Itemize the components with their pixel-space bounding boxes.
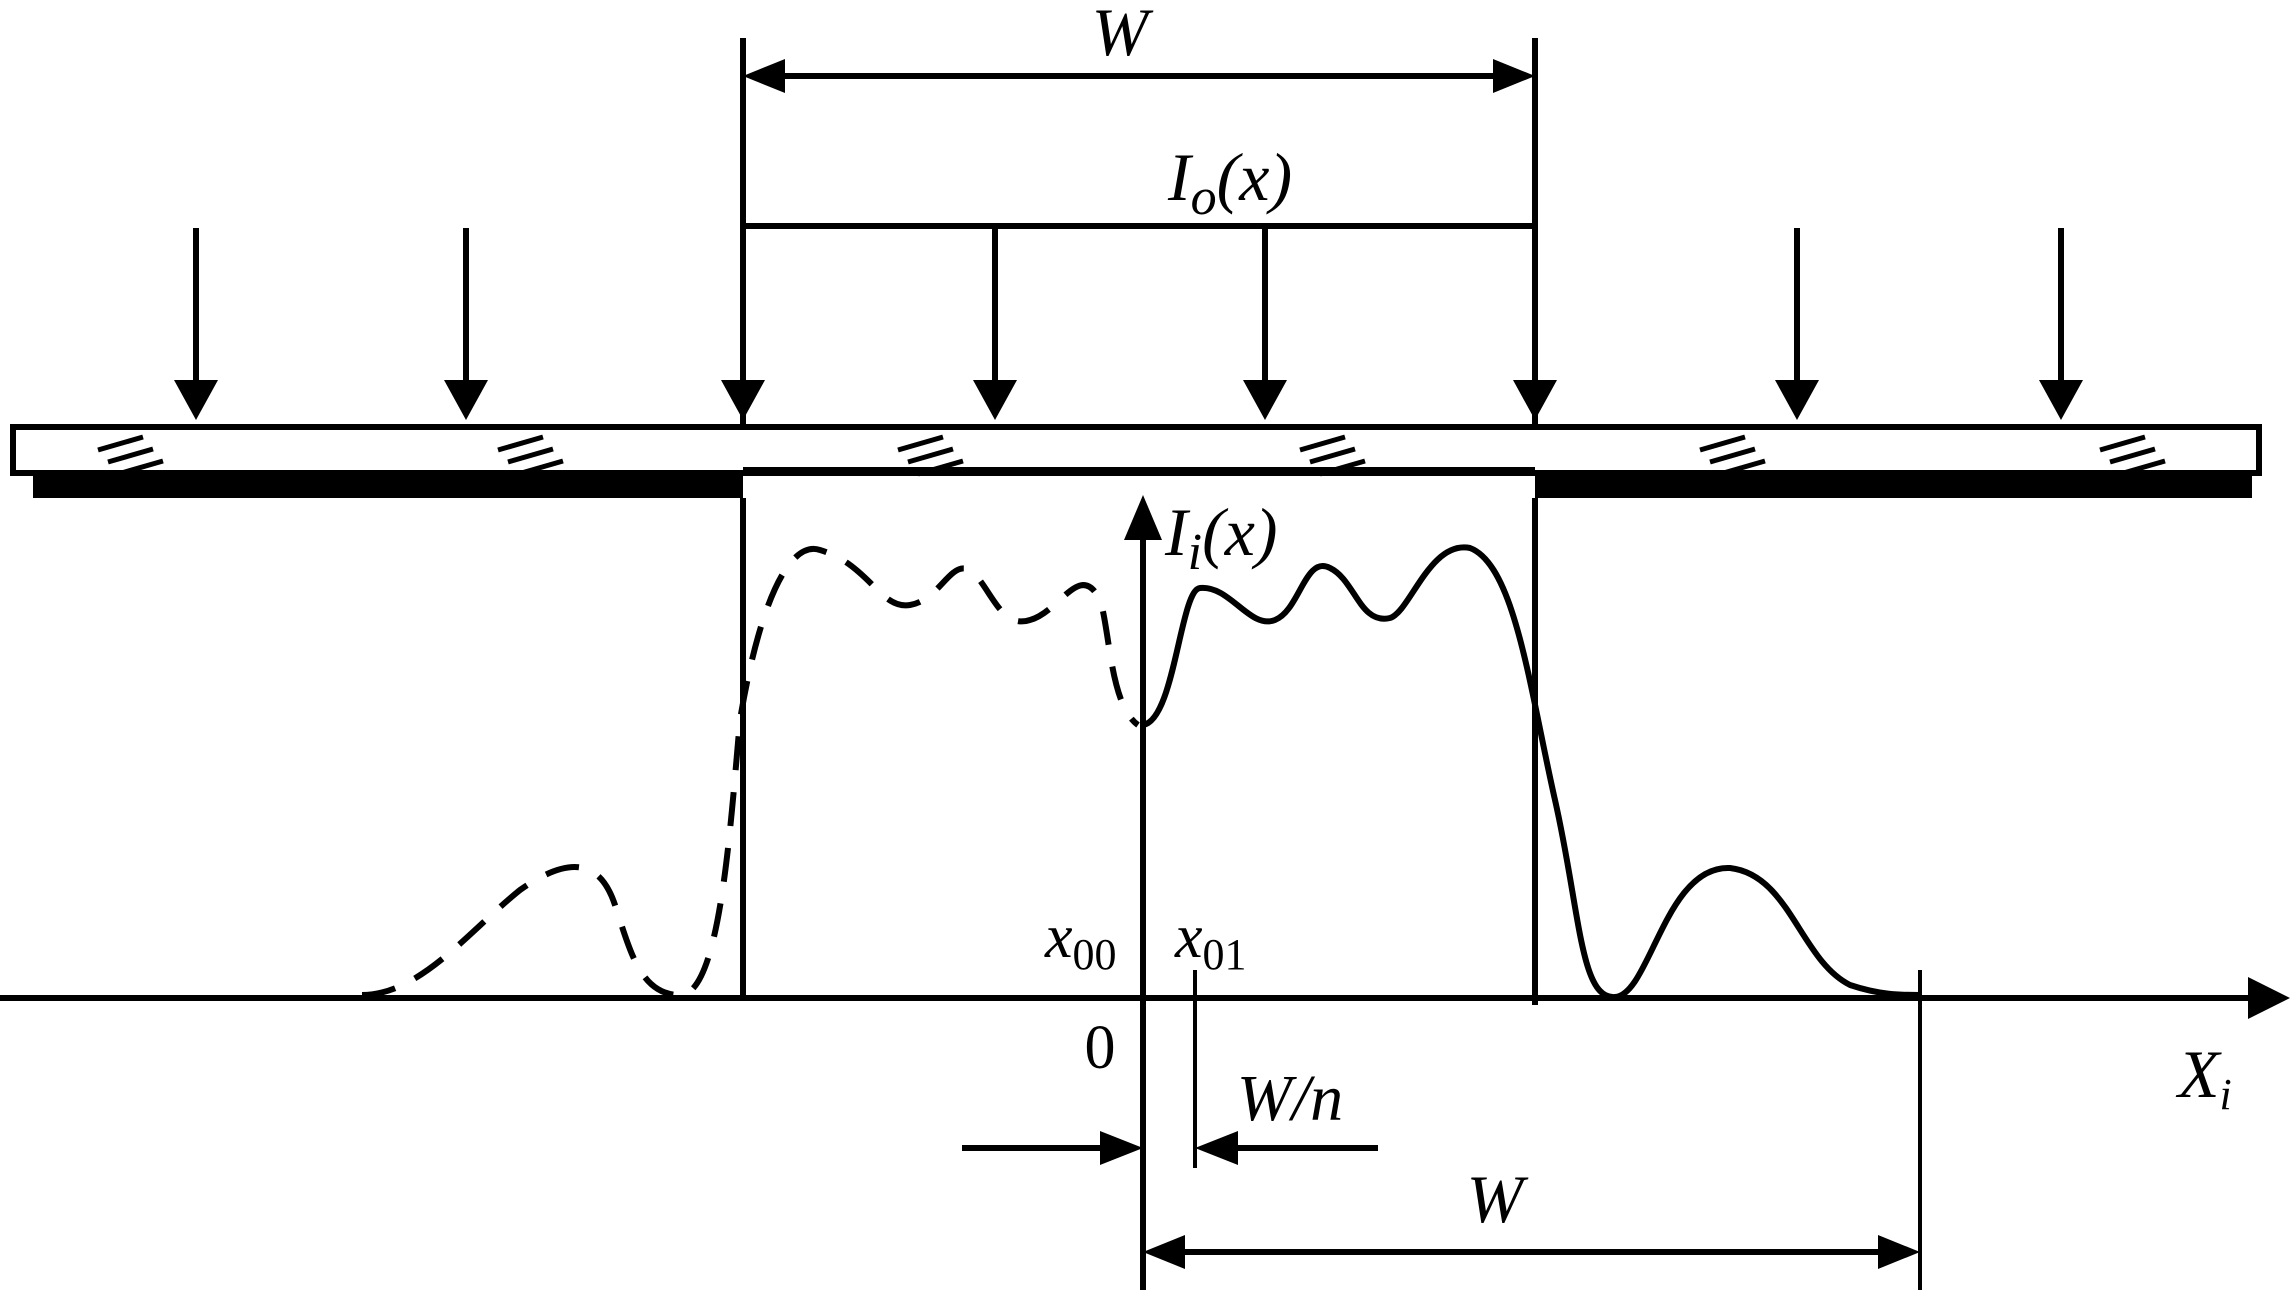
arrowhead-right-icon	[1493, 59, 1535, 93]
object-intensity-argument: (x)	[1217, 139, 1292, 215]
glass-hatch-icon	[97, 434, 164, 477]
x01-label: x	[1174, 903, 1203, 971]
shift-arrow-right-icon	[1195, 1131, 1238, 1165]
glass-hatch-icon	[497, 434, 564, 477]
light-arrow-icon	[1513, 226, 1557, 420]
x-axis-label: X	[2175, 1036, 2222, 1112]
intensity-axis: Ii(x)	[1124, 494, 1278, 1290]
top-width-label: W	[1092, 0, 1154, 70]
object-intensity-label: Io(x)	[1167, 139, 1292, 226]
intensity-axis-arrowhead-icon	[1124, 495, 1162, 540]
x01-subscript: 01	[1203, 930, 1247, 979]
image-intensity-argument: (x)	[1202, 494, 1277, 570]
shift-label: W/n	[1237, 1062, 1343, 1135]
image-intensity-symbol: I	[1164, 494, 1191, 570]
opaque-mask-right	[1535, 473, 2252, 498]
glass-hatch-icon	[2099, 434, 2166, 477]
svg-text:Ii(x): Ii(x)	[1164, 494, 1278, 581]
light-arrow-icon	[444, 228, 488, 420]
light-arrow-icon	[1243, 226, 1287, 420]
light-arrow-icon	[1775, 228, 1819, 420]
bottom-width-label: W	[1467, 1161, 1529, 1237]
shift-arrow-left-icon	[1100, 1131, 1143, 1165]
glass-hatch-icon	[1699, 434, 1766, 477]
x-axis-arrowhead-icon	[2248, 977, 2290, 1019]
top-width-dimension: W	[740, 0, 1538, 425]
glass-hatch-icon	[1299, 434, 1366, 477]
arrowhead-left-icon	[1143, 1235, 1185, 1269]
x00-subscript: 00	[1073, 930, 1117, 979]
object-intensity-subscript: o	[1191, 169, 1217, 226]
glass-hatch-icon	[897, 434, 964, 477]
bottom-width-dimension: W	[1143, 1161, 1920, 1269]
object-intensity-symbol: I	[1167, 139, 1194, 215]
incident-light-arrows	[174, 226, 2083, 420]
light-arrow-icon	[721, 226, 765, 420]
svg-text:x01: x01	[1174, 903, 1247, 979]
svg-text:Xi: Xi	[2175, 1036, 2232, 1119]
image-intensity-curve	[1141, 544, 1921, 1000]
light-arrow-icon	[973, 226, 1017, 420]
glass-plate	[10, 424, 2262, 498]
shifted-image-intensity-curve	[361, 545, 1140, 998]
shift-indicator: W/n	[962, 1062, 1378, 1165]
glass-plate-outline	[10, 424, 2262, 476]
light-arrow-icon	[174, 228, 218, 420]
svg-text:Io(x): Io(x)	[1167, 139, 1292, 226]
x-axis-subscript: i	[2220, 1070, 2232, 1119]
svg-text:x00: x00	[1044, 903, 1117, 979]
x-axis: Xi	[0, 977, 2290, 1119]
light-arrow-icon	[2039, 228, 2083, 420]
arrowhead-right-icon	[1878, 1235, 1920, 1269]
opaque-mask-left	[33, 473, 743, 498]
origin-label: 0	[1085, 1014, 1116, 1082]
x00-label: x	[1044, 903, 1073, 971]
image-intensity-subscript: i	[1188, 524, 1202, 581]
arrowhead-left-icon	[743, 59, 785, 93]
